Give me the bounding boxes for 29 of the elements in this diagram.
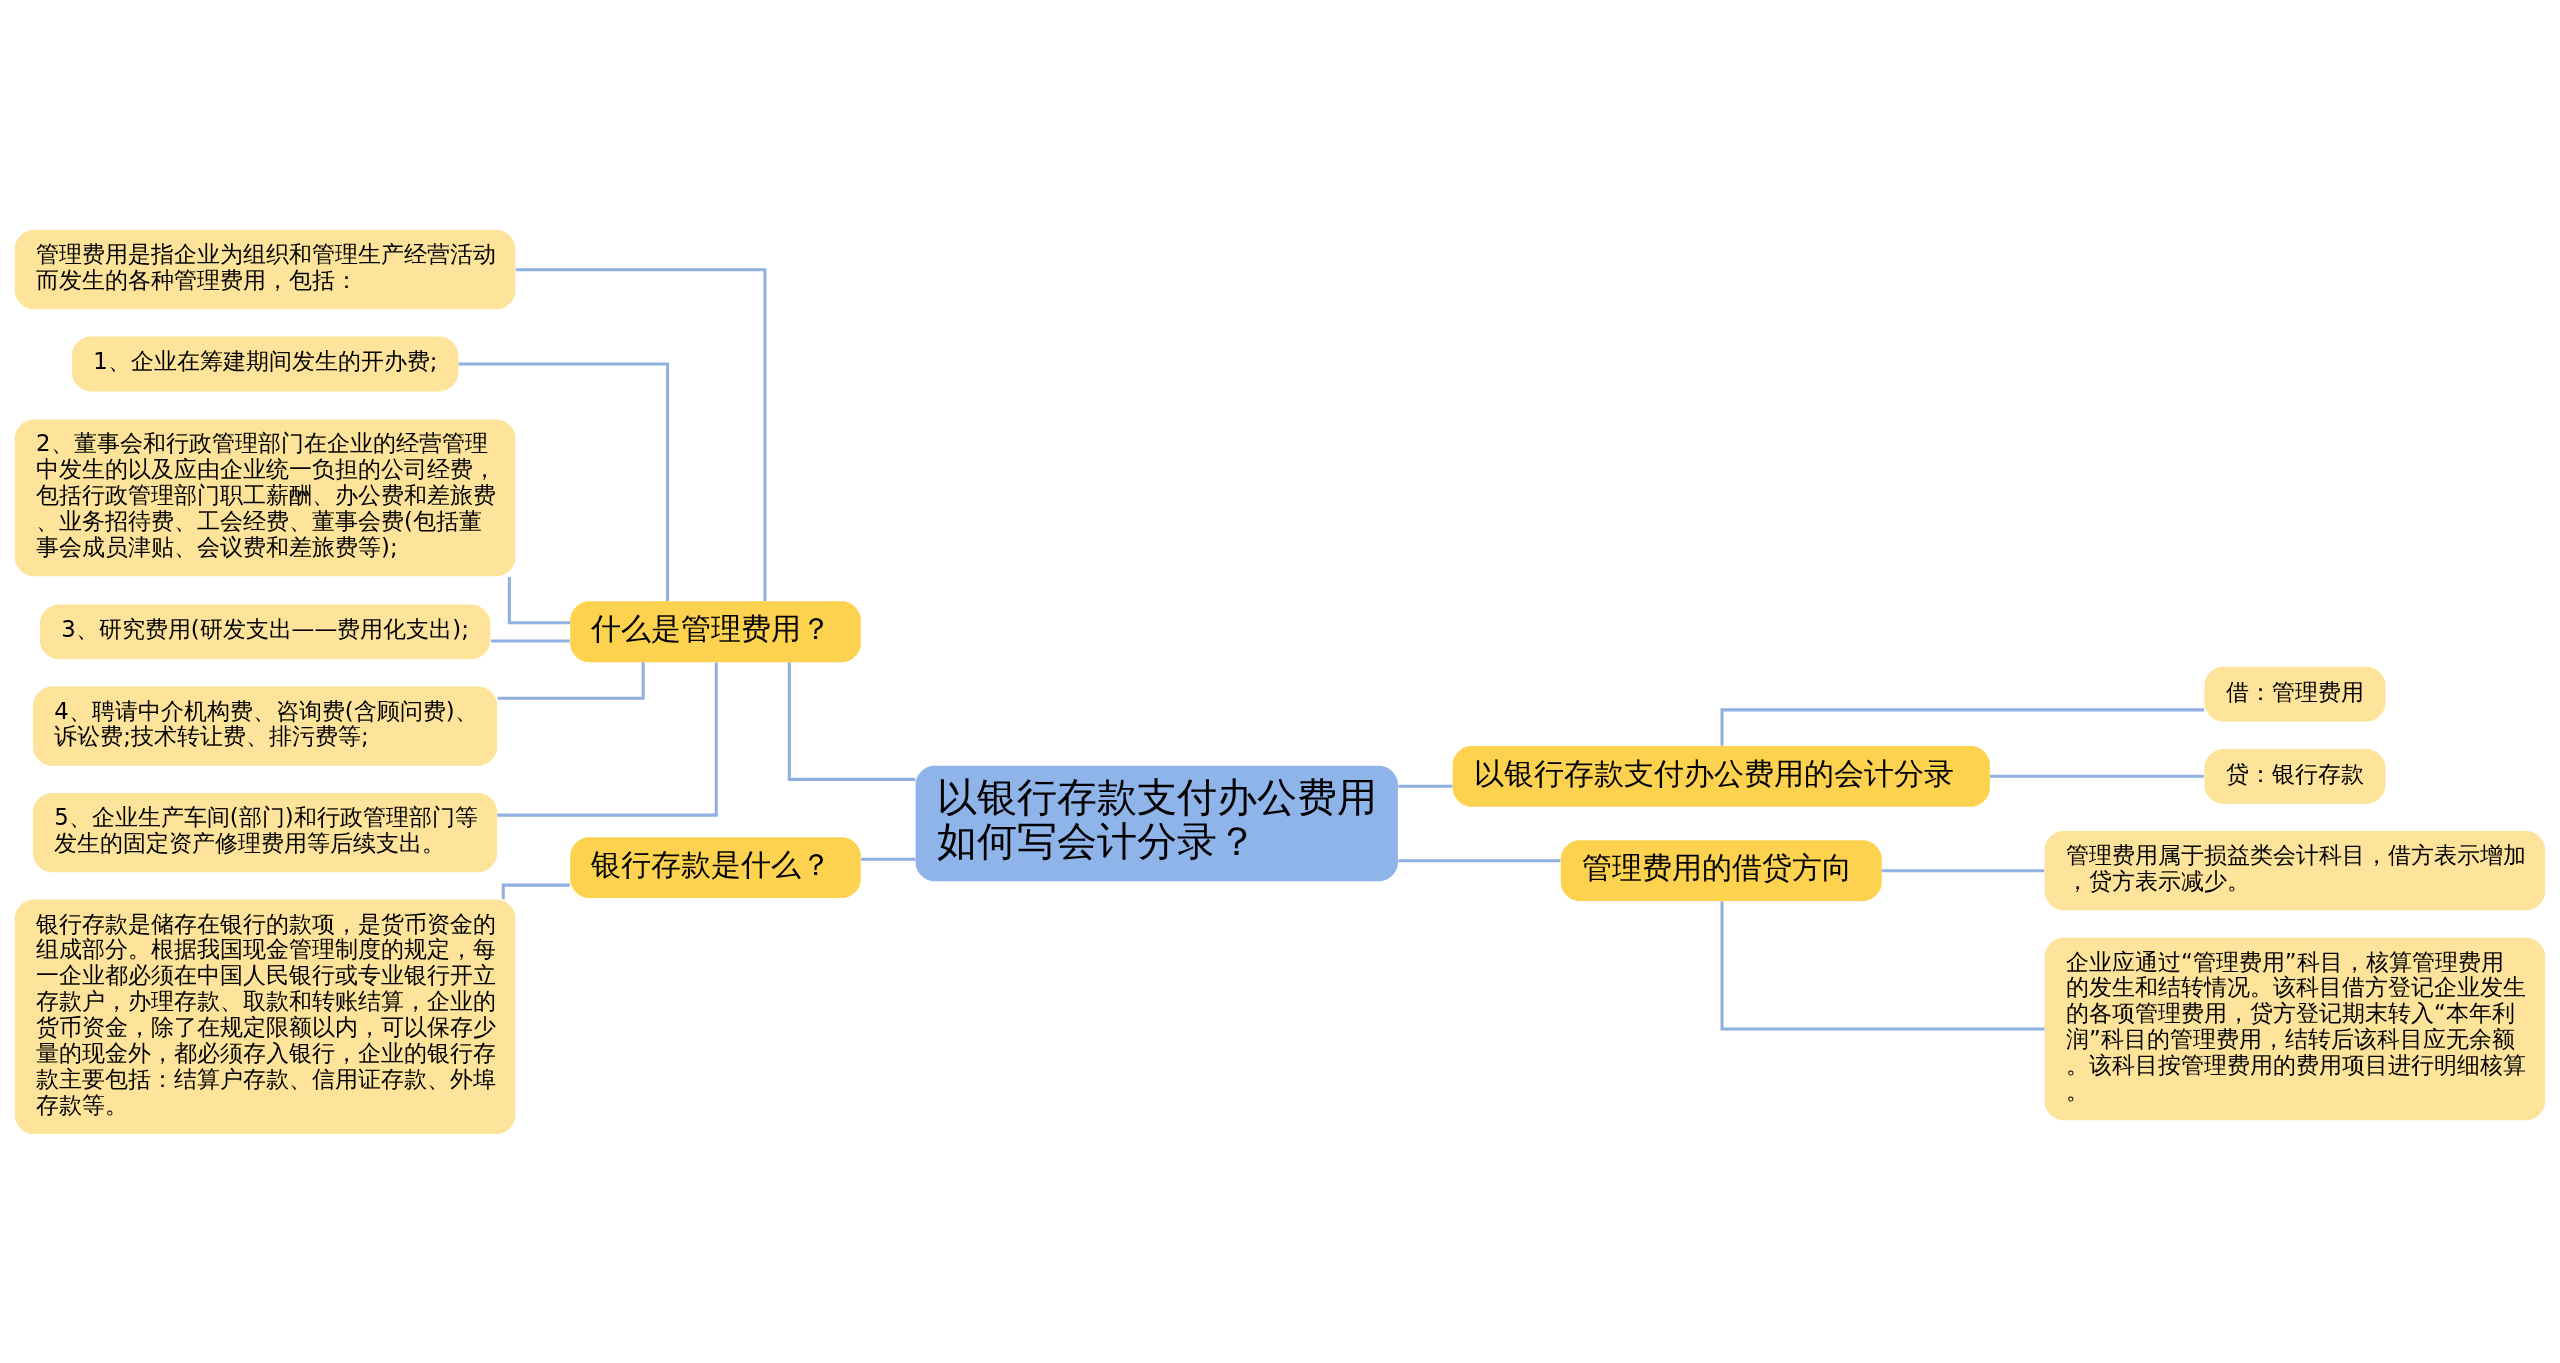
node-box: 银行存款是什么？ (570, 836, 861, 898)
node-box: 企业应通过“管理费用”科目，核算管理费用的发生和结转情况。该科目借方登记企业发生的各项管理费用，贷方登记期末转入“本年利润”科目的管理费用，结转后该科目应无余额。该科目按管理费用的费用项目进行明细核算。 (2044, 937, 2546, 1120)
node-box: 管理费用属于损益类会计科目，借方表示增加，贷方表示减少。 (2044, 830, 2546, 910)
node-box: 管理费用的借贷方向 (1560, 839, 1882, 901)
connector (501, 883, 570, 899)
node-box: 3、研究费用(研发支出——费用化支出); (39, 603, 491, 659)
node-box: 银行存款是储存在银行的款项，是货币资金的组成部分。根据我国现金管理制度的规定，每一企业都必须在中国人民银行或专业银行开立存款户，办理存款、取款和转账结算，企业的货币资金，除了在规定限额以内，可以保存少量的现金外，都必须存入银行，企业的银行存款主要包括：结算户存款、信用证存款、外埠存款等。 (14, 899, 516, 1134)
node-box: 以银行存款支付办公费用如何写会计分录？ (915, 765, 1398, 881)
connector (1398, 858, 1561, 862)
connector (1720, 900, 2045, 1030)
connector (787, 661, 916, 781)
node-box: 管理费用是指企业为组织和管理生产经营活动而发生的各种管理费用，包括： (14, 229, 516, 309)
connector (861, 857, 916, 861)
node-box: 贷：银行存款 (2204, 748, 2386, 804)
node-box: 借：管理费用 (2204, 666, 2386, 722)
connector (507, 576, 571, 624)
connector (1881, 868, 2045, 872)
connector (497, 662, 718, 817)
node-box: 1、企业在筹建期间发生的开办费; (71, 336, 459, 391)
node-box: 以银行存款支付办公费用的会计分录 (1452, 745, 1990, 807)
connector (490, 638, 570, 642)
connector (1398, 784, 1453, 788)
connector (1990, 774, 2204, 778)
connector (515, 267, 767, 601)
node-box: 2、董事会和行政管理部门在企业的经营管理中发生的以及应由企业统一负担的公司经费，包括行政管理部门职工薪酬、办公费和差旅费、业务招待费、工会经费、董事会费(包括董事会成员津贴、会议费和差旅费等); (14, 419, 516, 576)
node-box: 5、企业生产车间(部门)和行政管理部门等发生的固定资产修理费用等后续支出。 (33, 792, 498, 872)
connector (458, 361, 670, 601)
node-box: 什么是管理费用？ (570, 600, 861, 662)
node-box: 4、聘请中介机构费、咨询费(含顾问费)、诉讼费;技术转让费、排污费等; (33, 686, 498, 766)
